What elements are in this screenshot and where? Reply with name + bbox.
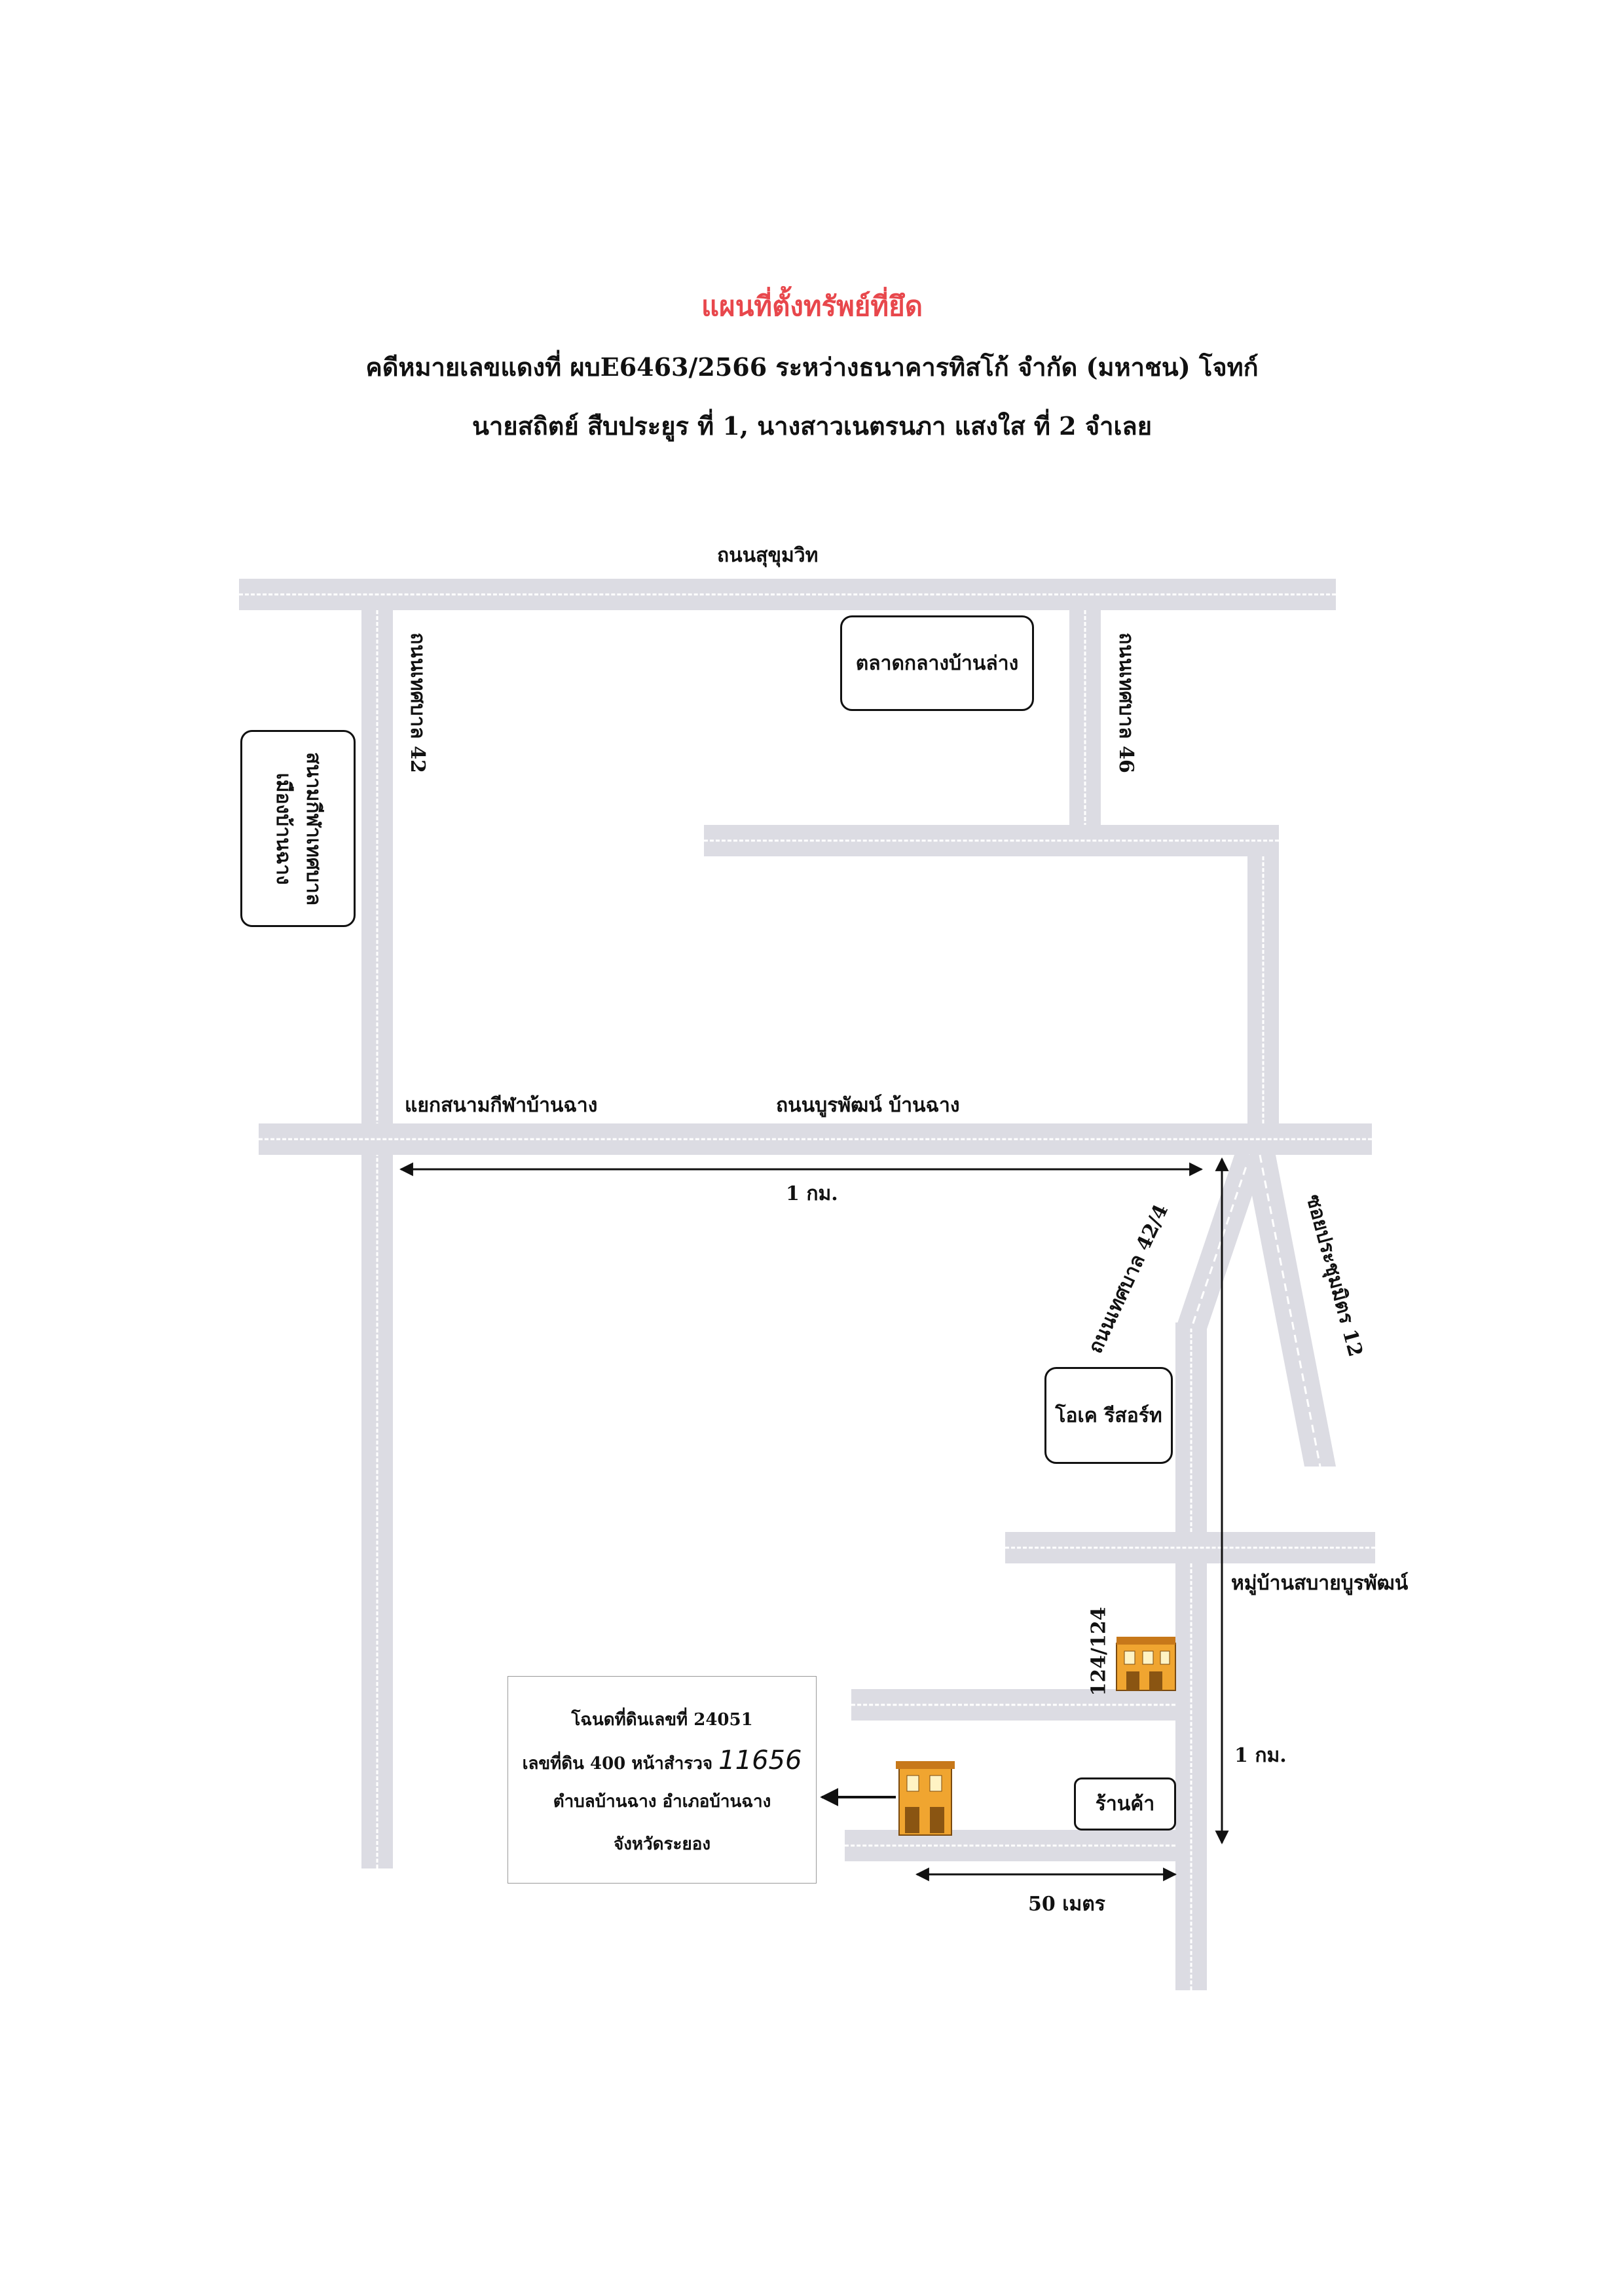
deed-line-3: ตำบลบ้านฉาง อำเภอบ้านฉาง	[553, 1792, 771, 1812]
landmark-market: ตลาดกลางบ้านล่าง	[840, 615, 1034, 711]
deed-info-box: โฉนดที่ดินเลขที่ 24051 เลขที่ดิน 400 หน้…	[507, 1676, 817, 1884]
handwritten-number: 11656	[718, 1745, 802, 1776]
parties-line: นายสถิตย์ สืบประยูร ที่ 1, นางสาวเนตรนภา…	[472, 411, 1152, 441]
label-village: หมู่บ้านสบายบูรพัฒน์	[1231, 1572, 1409, 1595]
resort-label: โอเค รีสอร์ท	[1055, 1404, 1162, 1427]
distance-vertical: 1 กม.	[1234, 1744, 1287, 1767]
map-title: แผนที่ตั้งทรัพย์ที่ยึด	[701, 290, 923, 322]
road-village	[1005, 1532, 1375, 1563]
distance-short: 50 เมตร	[1028, 1893, 1105, 1916]
landmark-resort: โอเค รีสอร์ท	[1044, 1367, 1173, 1464]
landmark-shop: ร้านค้า	[1074, 1777, 1176, 1831]
road-connector	[704, 825, 1279, 856]
house-124-icon	[1116, 1637, 1176, 1691]
label-sukhumvit: ถนนสุขุมวิท	[717, 544, 819, 567]
road-thesaban-46	[1069, 610, 1101, 833]
landmark-stadium: สนามกีฬาเทศบาล เมืองบ้านฉาง	[240, 730, 356, 927]
case-line: คดีหมายเลขแดงที่ ผบE6463/2566 ระหว่างธนา…	[365, 352, 1259, 382]
road-thesaban-42-4	[1175, 1322, 1207, 1990]
seized-house-icon	[896, 1761, 955, 1836]
shop-label: ร้านค้า	[1095, 1793, 1155, 1815]
road-house-lane	[851, 1689, 1175, 1721]
road-connector-down	[1247, 856, 1279, 1123]
market-label: ตลาดกลางบ้านล่าง	[855, 651, 1019, 675]
deed-line-1: โฉนดที่ดินเลขที่ 24051	[571, 1710, 753, 1730]
label-boonpat: ถนนบูรพัฒน์ บ้านฉาง	[776, 1094, 960, 1117]
road-sukhumvit	[239, 579, 1336, 610]
road-boonpat	[259, 1123, 1372, 1155]
house-number-label: 124/124	[1087, 1607, 1111, 1696]
distance-horizontal: 1 กม.	[786, 1182, 838, 1205]
deed-line-2: เลขที่ดิน 400 หน้าสำรวจ 11656	[508, 1745, 816, 1777]
deed-line-4: จังหวัดระยอง	[613, 1834, 711, 1854]
road-thesaban-42	[361, 610, 393, 1868]
deed-line-2-prefix: เลขที่ดิน 400 หน้าสำรวจ	[522, 1754, 713, 1774]
label-junction: แยกสนามกีฬาบ้านฉาง	[405, 1094, 598, 1117]
